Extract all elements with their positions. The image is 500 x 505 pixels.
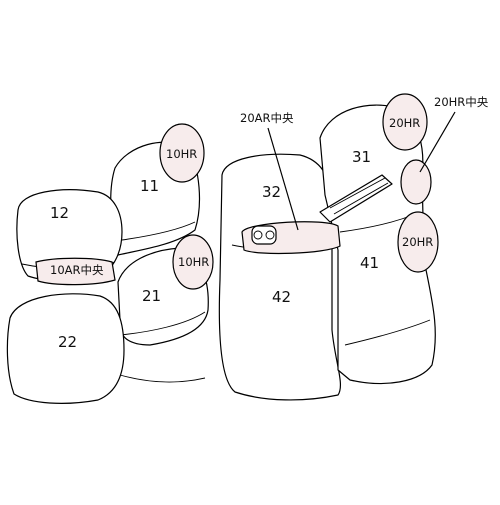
label-10ar-center: 10AR中央 bbox=[50, 263, 104, 277]
cup-holder-ring-right bbox=[265, 230, 275, 240]
seat-12-cushion bbox=[16, 189, 123, 282]
label-20hr-center: 20HR中央 bbox=[434, 95, 489, 109]
armrest-10ar-center bbox=[35, 257, 116, 286]
seat-22-lower-edge bbox=[119, 374, 206, 383]
seat-41-lower-line bbox=[344, 319, 431, 346]
label-20hr-upper: 20HR bbox=[389, 116, 420, 130]
armrest-20ar-arm-detail bbox=[329, 177, 389, 215]
headrest-20hr-lower bbox=[397, 211, 439, 273]
label-42: 42 bbox=[272, 288, 291, 306]
headrest-20hr-upper bbox=[382, 93, 428, 151]
label-10hr-upper: 10HR bbox=[166, 147, 197, 161]
cup-holder-ring-left bbox=[253, 230, 263, 240]
leader-20hr-center bbox=[419, 111, 456, 173]
leader-20ar bbox=[267, 127, 299, 231]
seat-32-42-body bbox=[218, 153, 342, 401]
label-21: 21 bbox=[142, 287, 161, 305]
label-41: 41 bbox=[360, 254, 379, 272]
label-32: 32 bbox=[262, 183, 281, 201]
headrest-10hr-upper bbox=[159, 123, 205, 183]
armrest-20ar-arm bbox=[319, 174, 393, 223]
cup-holder bbox=[251, 225, 277, 245]
label-22: 22 bbox=[58, 333, 77, 351]
seat-21-inner-line bbox=[119, 311, 206, 336]
headrest-10hr-lower bbox=[172, 234, 214, 290]
seat-11-inner-line bbox=[121, 221, 196, 241]
label-31: 31 bbox=[352, 148, 371, 166]
label-20hr-lower: 20HR bbox=[402, 235, 433, 249]
headrest-20hr-center bbox=[400, 159, 432, 205]
label-10hr-lower: 10HR bbox=[178, 255, 209, 269]
label-20ar-center: 20AR中央 bbox=[240, 111, 294, 125]
label-11: 11 bbox=[140, 177, 159, 195]
seat-22-cushion bbox=[6, 293, 125, 404]
label-12: 12 bbox=[50, 204, 69, 222]
